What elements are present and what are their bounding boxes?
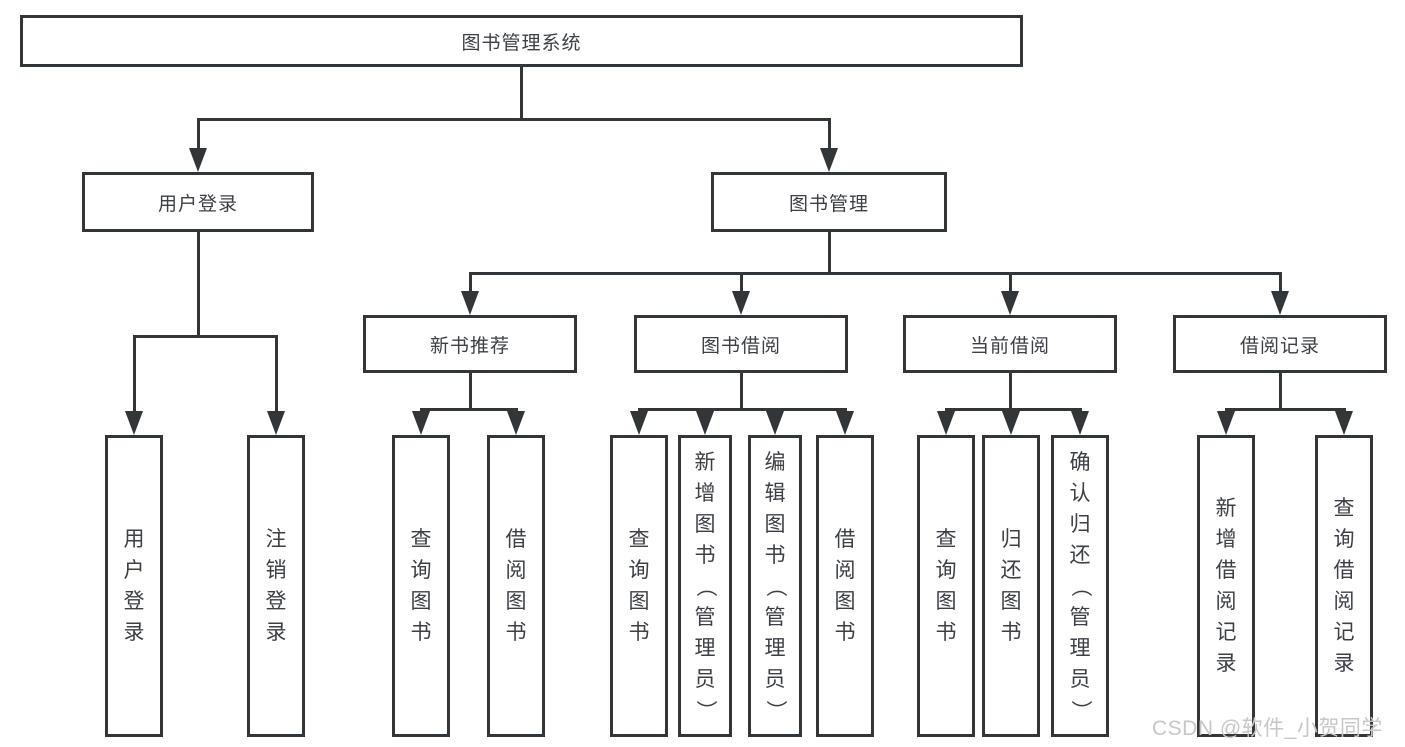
arrow-down-icon <box>1335 411 1353 435</box>
connector-line <box>945 408 1082 411</box>
arrow-down-icon <box>412 411 430 435</box>
node-label: 新增图书（管理员） <box>693 450 717 721</box>
connector-line <box>469 272 472 293</box>
node-book-management: 图书管理 <box>711 172 947 232</box>
leaf-logout: 注销登录 <box>247 435 305 737</box>
node-label: 图书管理 <box>788 193 869 215</box>
arrow-down-icon <box>1002 411 1020 435</box>
leaf-borrow-books-recommend: 借阅图书 <box>487 435 545 737</box>
arrow-down-icon <box>189 148 207 172</box>
arrow-down-icon <box>937 411 955 435</box>
leaf-borrow-books: 借阅图书 <box>816 435 874 737</box>
node-label: 确认归还（管理员） <box>1068 450 1092 721</box>
node-label: 借阅图书 <box>505 528 527 644</box>
leaf-query-books-current: 查询图书 <box>917 435 975 737</box>
connector-line <box>469 373 472 408</box>
connector-line <box>1279 272 1282 293</box>
connector-line <box>133 335 278 338</box>
arrow-down-icon <box>125 411 143 435</box>
arrow-down-icon <box>461 291 479 315</box>
node-label: 查询借阅记录 <box>1333 497 1355 675</box>
node-label: 查询图书 <box>935 528 957 644</box>
arrow-down-icon <box>1271 291 1289 315</box>
connector-line <box>638 408 847 411</box>
arrow-down-icon <box>1001 291 1019 315</box>
arrow-down-icon <box>766 411 784 435</box>
node-user-login: 用户登录 <box>82 172 314 232</box>
node-label: 编辑图书（管理员） <box>763 450 787 721</box>
node-label: 借阅图书 <box>834 528 856 644</box>
connector-line <box>197 232 200 335</box>
arrow-down-icon <box>696 411 714 435</box>
watermark: CSDN @软件_小贺同学 <box>1152 717 1383 740</box>
node-label: 注销登录 <box>265 528 287 644</box>
connector-line <box>275 335 278 413</box>
node-label: 图书管理系统 <box>461 32 582 54</box>
leaf-confirm-return-admin: 确认归还（管理员） <box>1051 435 1109 737</box>
connector-line <box>1279 373 1282 408</box>
connector-line <box>197 118 830 121</box>
node-label: 当前借阅 <box>969 335 1050 357</box>
leaf-add-books-admin: 新增图书（管理员） <box>678 435 732 737</box>
leaf-query-books-borrow: 查询图书 <box>610 435 668 737</box>
connector-line <box>420 408 518 411</box>
arrow-down-icon <box>836 411 854 435</box>
connector-line <box>520 67 523 118</box>
leaf-return-books: 归还图书 <box>982 435 1040 737</box>
leaf-edit-books-admin: 编辑图书（管理员） <box>748 435 802 737</box>
connector-line <box>1225 408 1346 411</box>
connector-line <box>740 272 743 293</box>
connector-line <box>1009 373 1012 408</box>
arrow-down-icon <box>1071 411 1089 435</box>
node-label: 查询图书 <box>410 528 432 644</box>
connector-line <box>740 373 743 408</box>
connector-line <box>197 118 200 150</box>
arrow-down-icon <box>732 291 750 315</box>
node-label: 新增借阅记录 <box>1215 497 1237 675</box>
connector-line <box>828 232 831 272</box>
node-label: 查询图书 <box>628 528 650 644</box>
connector-line <box>828 118 831 150</box>
leaf-add-borrow-record: 新增借阅记录 <box>1197 435 1255 737</box>
connector-line <box>1009 272 1012 293</box>
leaf-user-login: 用户登录 <box>105 435 163 737</box>
node-label: 新书推荐 <box>429 335 510 357</box>
node-label: 借阅记录 <box>1239 335 1320 357</box>
arrow-down-icon <box>630 411 648 435</box>
arrow-down-icon <box>267 411 285 435</box>
node-library-management-system: 图书管理系统 <box>20 15 1023 67</box>
node-label: 归还图书 <box>1000 528 1022 644</box>
node-current-borrowing: 当前借阅 <box>903 315 1117 373</box>
connector-line <box>133 335 136 413</box>
node-book-borrowing: 图书借阅 <box>634 315 848 373</box>
leaf-query-books-recommend: 查询图书 <box>392 435 450 737</box>
node-label: 用户登录 <box>123 528 145 644</box>
node-borrowing-records: 借阅记录 <box>1173 315 1387 373</box>
arrow-down-icon <box>1217 411 1235 435</box>
arrow-down-icon <box>820 148 838 172</box>
connector-line <box>469 272 1282 275</box>
node-label: 图书借阅 <box>700 335 781 357</box>
leaf-query-borrow-record: 查询借阅记录 <box>1315 435 1373 737</box>
node-new-book-recommendation: 新书推荐 <box>363 315 577 373</box>
arrow-down-icon <box>507 411 525 435</box>
node-label: 用户登录 <box>157 193 238 215</box>
